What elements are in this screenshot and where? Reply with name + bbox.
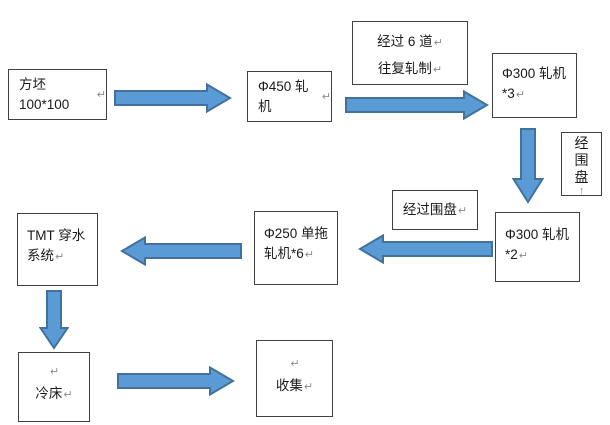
node-cooling-bed: ↵ 冷床↵ — [18, 352, 90, 422]
paragraph-mark: ↵ — [321, 90, 331, 103]
arrow-billet-to-mill450 — [114, 83, 232, 113]
arrow-mill300x3-to-mill300x2 — [512, 128, 544, 204]
paragraph-mark: ↵ — [515, 89, 525, 101]
node-mill450: Φ450 轧机 ↵ — [247, 71, 332, 122]
paragraph-mark: ↵ — [457, 205, 468, 217]
node-line: *3↵ — [502, 86, 525, 101]
paragraph-mark: ↑ — [578, 185, 585, 197]
node-line: 往复轧制↵ — [377, 61, 443, 76]
paragraph-mark: ↵ — [49, 366, 60, 378]
node-label: 经过围盘 — [402, 202, 457, 217]
node-line: TMT 穿水 — [27, 228, 86, 243]
arrow-mill300x2-to-mill250 — [358, 234, 493, 264]
node-mill250: Φ250 单拖 轧机*6↵ — [254, 211, 338, 285]
paragraph-mark: ↵ — [432, 64, 443, 76]
node-reciprocating-passes: 经过 6 道↵ 往复轧制↵ — [352, 21, 468, 85]
node-label: Φ450 轧机 — [258, 78, 309, 114]
node-line: Φ300 轧机 — [505, 227, 570, 242]
node-tmt-water-system: TMT 穿水 系统↵ — [17, 213, 98, 286]
node-line: Φ250 单拖 — [264, 226, 329, 241]
arrow-tmt-to-cooling-bed — [39, 290, 69, 350]
node-line: 系统↵ — [27, 248, 65, 263]
node-collect: ↵ 收集↵ — [256, 340, 333, 417]
node-line: 经过 6 道↵ — [377, 34, 443, 49]
node-line: 收集↵ — [275, 378, 314, 393]
node-billet: 方坯 100*100 ↵ — [8, 69, 107, 120]
node-via-coiler-vertical: 经围盘 ↑ — [561, 132, 602, 197]
node-line: 冷床↵ — [35, 386, 73, 401]
node-via-coiler-note: 经过围盘↵ — [392, 190, 478, 230]
node-mill300x2: Φ300 轧机 *2↵ — [495, 212, 580, 282]
arrow-mill450-to-mill300x3 — [345, 90, 489, 120]
paragraph-mark: ↵ — [290, 358, 300, 370]
empty-line: ↵ — [19, 360, 89, 383]
paragraph-mark: ↵ — [96, 88, 106, 101]
paragraph-mark: ↵ — [304, 249, 314, 261]
paragraph-mark: ↵ — [433, 37, 443, 49]
node-label: 经围盘 — [574, 135, 589, 185]
arrow-cooling-bed-to-collect — [117, 366, 235, 396]
node-mill300x3: Φ300 轧机 *3↵ — [492, 53, 577, 118]
arrow-mill250-to-tmt — [120, 236, 242, 266]
paragraph-mark: ↵ — [55, 251, 65, 263]
node-label: 方坯 100*100 — [19, 76, 70, 112]
paragraph-mark: ↵ — [303, 381, 314, 393]
node-line: Φ300 轧机 — [502, 66, 567, 81]
paragraph-mark: ↵ — [518, 250, 528, 262]
node-line: *2↵ — [505, 247, 528, 262]
empty-line: ↵ — [257, 352, 332, 375]
paragraph-mark: ↵ — [63, 389, 73, 401]
node-line: 轧机*6↵ — [264, 246, 314, 261]
